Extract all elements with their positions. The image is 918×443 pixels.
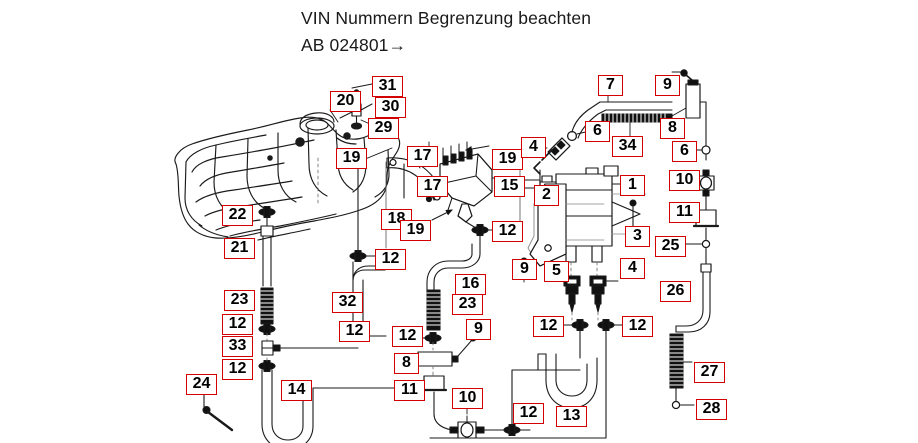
callout-28: 28 — [696, 399, 727, 420]
page-header: VIN Nummern Begrenzung beachten AB 02480… — [0, 0, 918, 62]
callout-27: 27 — [694, 362, 725, 383]
callout-2: 2 — [534, 185, 559, 206]
callout-8: 8 — [660, 118, 685, 139]
callout-33: 33 — [222, 336, 253, 357]
callout-12: 12 — [492, 221, 523, 242]
callout-4: 4 — [620, 258, 645, 279]
callout-13: 13 — [556, 406, 587, 427]
callout-10: 10 — [669, 170, 700, 191]
callout-34: 34 — [612, 136, 643, 157]
callout-19: 19 — [400, 220, 431, 241]
callout-25: 25 — [655, 236, 686, 257]
callout-6: 6 — [672, 141, 697, 162]
callout-12: 12 — [513, 403, 544, 424]
callout-9: 9 — [512, 259, 537, 280]
callout-23: 23 — [452, 294, 483, 315]
callout-7: 7 — [598, 75, 623, 96]
callout-30: 30 — [375, 97, 406, 118]
callout-4: 4 — [521, 137, 546, 158]
callout-14: 14 — [281, 380, 312, 401]
callout-26: 26 — [660, 281, 691, 302]
callout-12: 12 — [339, 321, 370, 342]
callout-22: 22 — [222, 205, 253, 226]
callout-12: 12 — [222, 314, 253, 335]
fuel-tank-illustration — [174, 112, 401, 241]
callout-29: 29 — [368, 118, 399, 139]
callout-12: 12 — [375, 249, 406, 270]
callout-11: 11 — [394, 380, 425, 401]
callout-16: 16 — [455, 274, 486, 295]
callout-15: 15 — [494, 176, 525, 197]
injector-right — [589, 275, 607, 313]
callout-5: 5 — [544, 261, 569, 282]
left-fuel-line-column — [258, 157, 421, 443]
callout-6: 6 — [585, 121, 610, 142]
callout-3: 3 — [625, 226, 650, 247]
diagram-artwork — [174, 69, 720, 443]
header-line-1: VIN Nummern Begrenzung beachten — [301, 8, 592, 28]
callout-17: 17 — [417, 176, 448, 197]
callout-12: 12 — [622, 316, 653, 337]
callout-21: 21 — [224, 238, 255, 259]
callout-10: 10 — [452, 388, 483, 409]
callout-1: 1 — [620, 175, 645, 196]
callout-8: 8 — [394, 353, 419, 374]
callout-19: 19 — [336, 148, 367, 169]
callout-19: 19 — [492, 149, 523, 170]
bolt-24 — [202, 388, 234, 432]
callout-20: 20 — [330, 91, 361, 112]
callout-11: 11 — [669, 202, 700, 223]
callout-12: 12 — [392, 326, 423, 347]
callout-9: 9 — [655, 75, 680, 96]
callout-23: 23 — [224, 290, 255, 311]
sensor-and-vent-hose — [533, 85, 673, 187]
callout-24: 24 — [186, 374, 217, 395]
callout-31: 31 — [372, 76, 403, 97]
header-line-2: AB 024801→ — [301, 35, 407, 55]
callout-12: 12 — [222, 359, 253, 380]
callout-12: 12 — [533, 316, 564, 337]
bracket-and-throttle-body — [386, 141, 513, 245]
callout-17: 17 — [407, 146, 438, 167]
callout-32: 32 — [332, 292, 363, 313]
callout-9: 9 — [466, 319, 491, 340]
